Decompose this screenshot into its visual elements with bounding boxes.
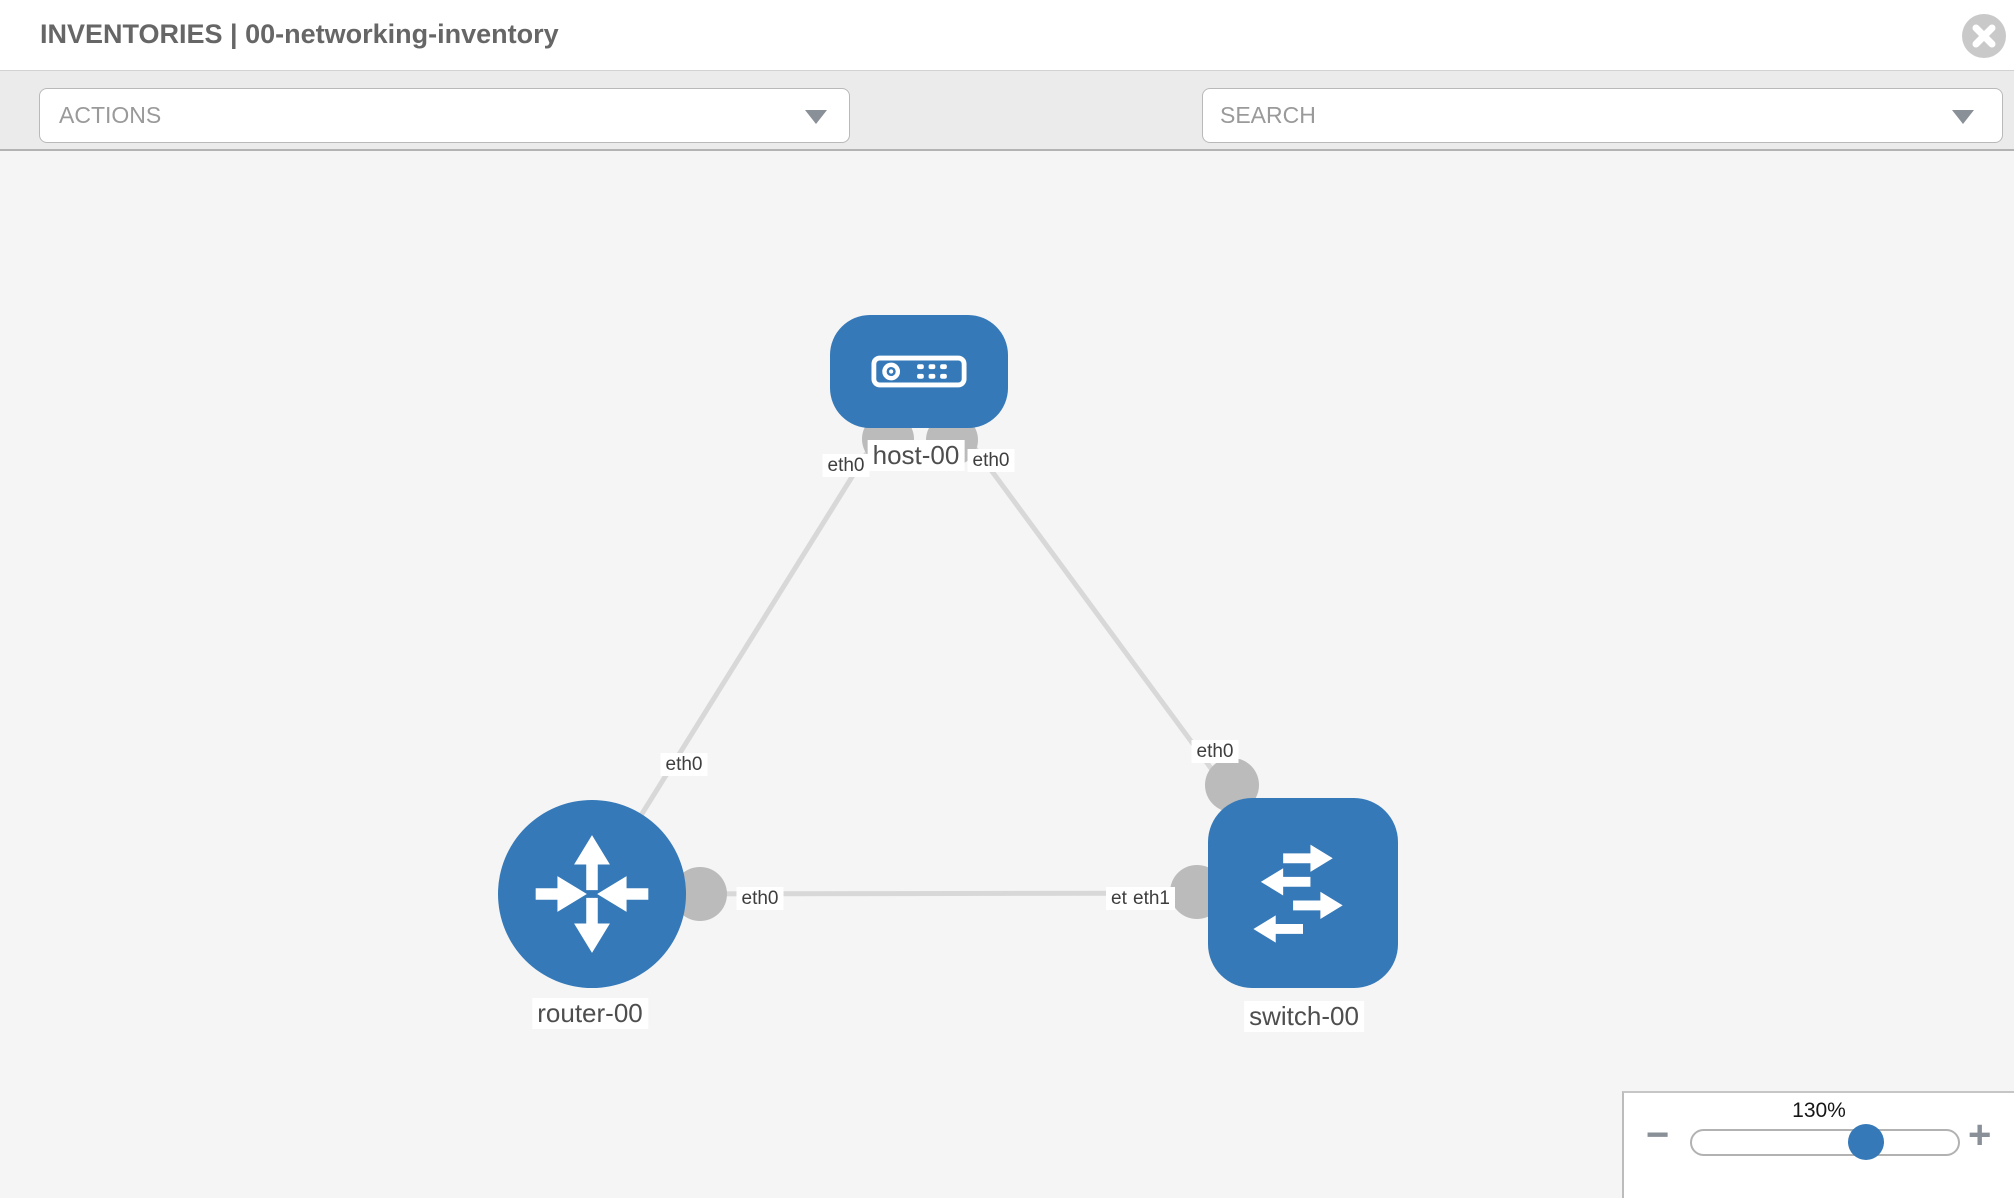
interface-label: eth1 xyxy=(1128,887,1175,911)
search-dropdown[interactable]: SEARCH xyxy=(1202,88,2003,143)
toolbar: ACTIONS SEARCH xyxy=(0,71,2014,207)
connector-dot xyxy=(673,867,727,921)
interface-label: eth0 xyxy=(967,449,1015,473)
node-label-router: router-00 xyxy=(532,998,648,1030)
node-host-00[interactable] xyxy=(830,315,1008,428)
zoom-level: 130% xyxy=(1792,1099,1846,1122)
plus-icon: + xyxy=(1968,1113,1992,1157)
host-icon xyxy=(871,355,967,388)
interface-label: eth0 xyxy=(736,887,784,911)
interface-label: eth0 xyxy=(1191,740,1239,764)
router-icon xyxy=(535,835,649,953)
zoom-slider-track[interactable] xyxy=(1690,1124,1960,1160)
caret-down-icon xyxy=(805,110,827,124)
page-title: INVENTORIES | 00-networking-inventory xyxy=(40,19,559,49)
node-router-00[interactable] xyxy=(498,800,686,988)
links-layer xyxy=(589,369,1306,921)
interface-label: eth0 xyxy=(822,454,870,478)
zoom-slider-thumb[interactable] xyxy=(1848,1124,1884,1160)
node-switch-00[interactable] xyxy=(1208,798,1398,988)
node-label-switch: switch-00 xyxy=(1244,1001,1364,1033)
topology-canvas[interactable]: host-00 router-00 switch-00 eth0 eth0 et… xyxy=(0,151,2014,1198)
zoom-out-button[interactable]: − xyxy=(1646,1115,1669,1155)
zoom-in-button[interactable]: + xyxy=(1968,1115,1991,1155)
close-button[interactable] xyxy=(1961,13,2007,59)
zoom-panel: 130% − + xyxy=(1622,1091,2014,1198)
interface-label: eth0 xyxy=(660,753,708,777)
close-icon xyxy=(1962,14,2006,58)
actions-dropdown[interactable]: ACTIONS xyxy=(39,88,850,143)
minus-icon: − xyxy=(1646,1113,1670,1157)
actions-dropdown-label: ACTIONS xyxy=(59,102,162,128)
caret-down-icon xyxy=(1952,110,1974,124)
switch-icon xyxy=(1253,844,1343,943)
header: INVENTORIES | 00-networking-inventory xyxy=(0,0,2014,71)
node-label-host: host-00 xyxy=(867,440,965,472)
search-dropdown-label: SEARCH xyxy=(1220,102,1316,128)
